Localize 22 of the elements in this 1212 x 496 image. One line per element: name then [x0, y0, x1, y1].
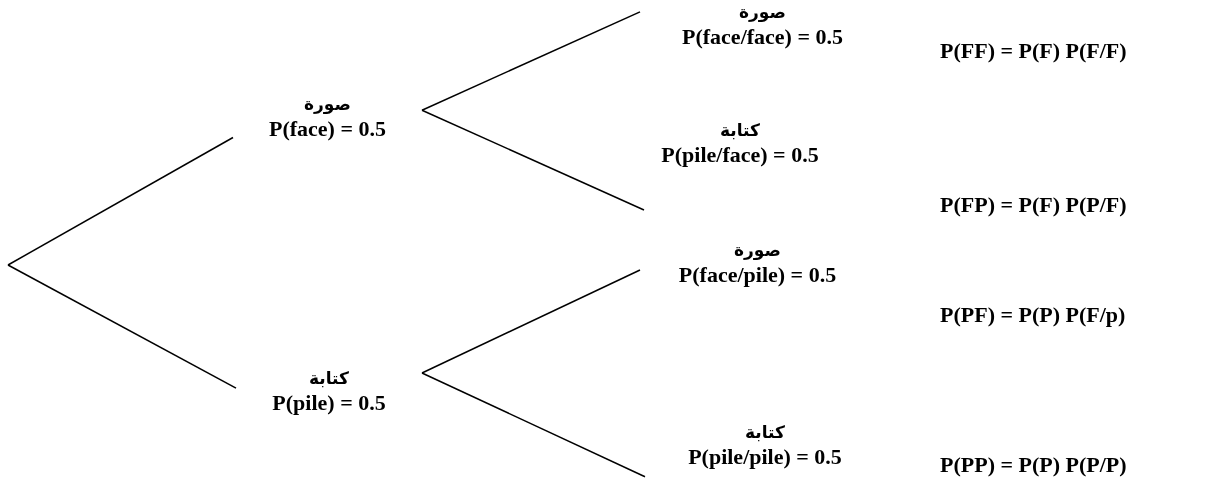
tree-branch — [421, 109, 645, 211]
outcome-label: كتابة — [309, 367, 349, 390]
tree-branch — [421, 11, 641, 111]
outcome-label: صورة — [739, 1, 786, 24]
probability-label: P(face/pile) = 0.5 — [678, 262, 837, 288]
probability-label: P(pile) = 0.5 — [272, 390, 386, 416]
tree-branch — [421, 269, 641, 374]
outcome-label: صورة — [304, 93, 351, 116]
outcome-label: كتابة — [745, 421, 785, 444]
product-formula: P(PP) = P(P) P(P/P) — [940, 452, 1127, 478]
probability-label: P(face) = 0.5 — [269, 116, 386, 142]
product-formula: P(FP) = P(F) P(P/F) — [940, 192, 1127, 218]
outcome-label: صورة — [734, 239, 781, 262]
probability-label: P(face/face) = 0.5 — [682, 24, 843, 50]
outcome-label: كتابة — [720, 119, 760, 142]
tree-branch — [7, 264, 237, 389]
product-formula: P(PF) = P(P) P(F/p) — [940, 302, 1126, 328]
probability-label: P(pile/face) = 0.5 — [661, 142, 819, 168]
probability-label: P(pile/pile) = 0.5 — [688, 444, 842, 470]
tree-branch — [421, 372, 646, 478]
product-formula: P(FF) = P(F) P(F/F) — [940, 38, 1127, 64]
tree-branch — [7, 136, 234, 266]
